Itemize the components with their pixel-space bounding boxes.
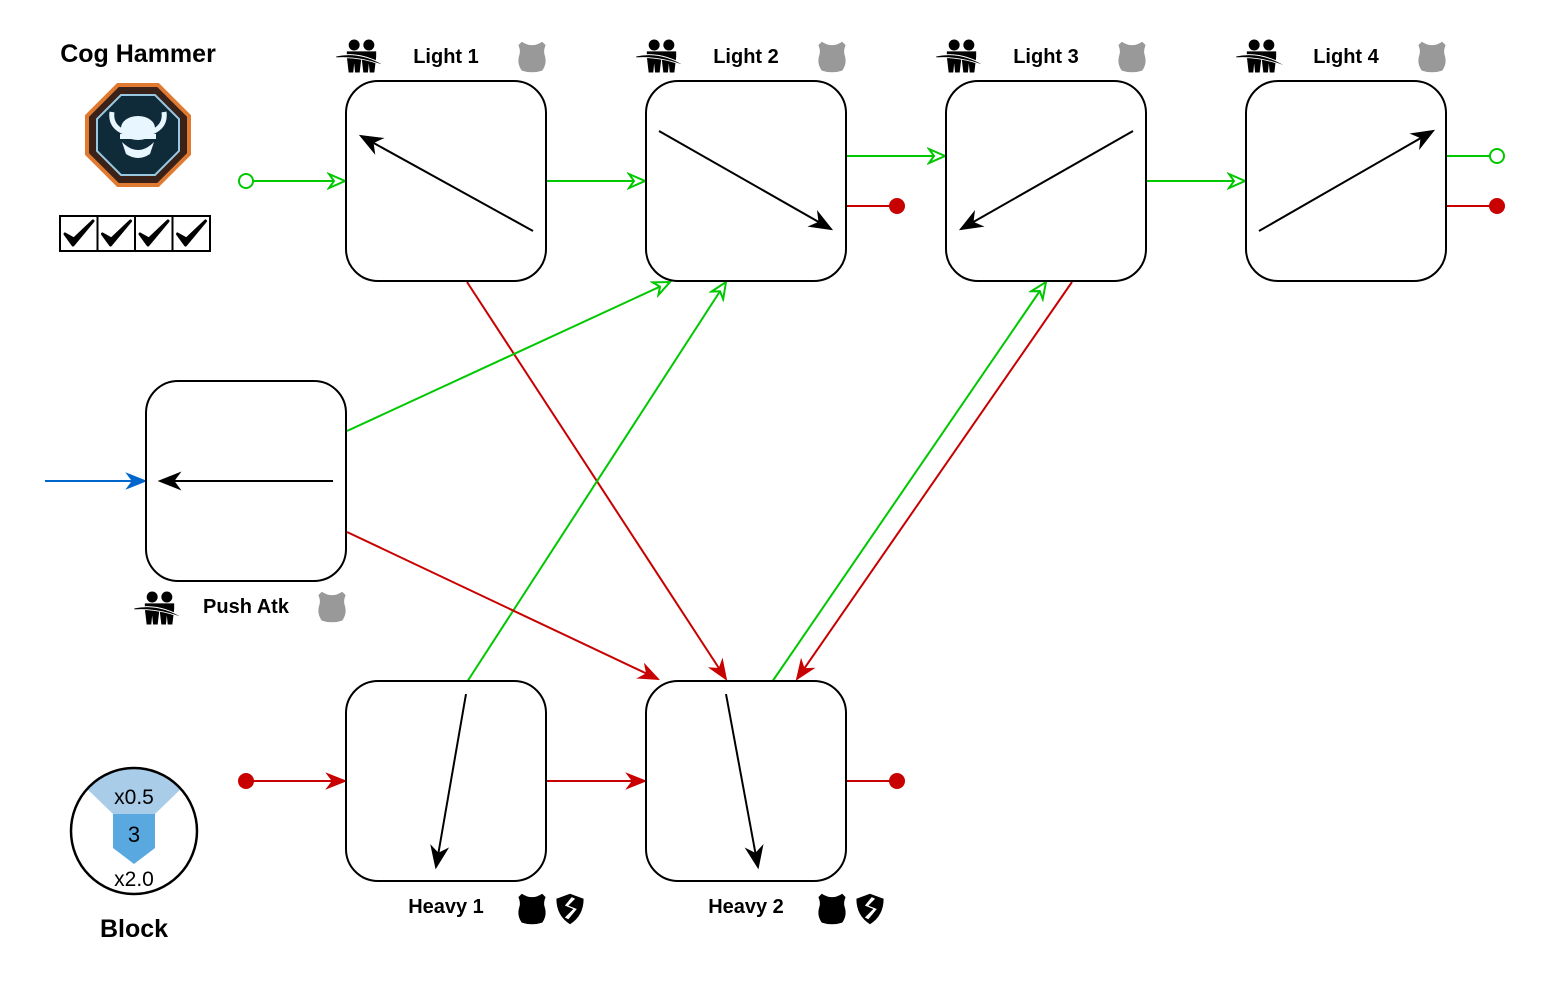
check-mark-icon <box>138 219 170 247</box>
node-push-attack[interactable]: Push Atk <box>133 380 347 625</box>
node-label: Push Atk <box>203 596 290 618</box>
direction-arrow-icon <box>658 130 834 231</box>
light-armor-icon <box>318 591 346 623</box>
block-bottom-multiplier: x2.0 <box>114 868 154 891</box>
node-light4[interactable]: Light 4 <box>1235 39 1447 282</box>
heavy-armor-icon <box>518 893 546 925</box>
sweep-attack-icon <box>335 39 388 73</box>
node-label: Light 4 <box>1313 46 1379 68</box>
weapon-name: Cog Hammer <box>60 40 216 68</box>
direction-arrow-icon <box>725 693 764 870</box>
edge-heavy2-light3 <box>771 282 1046 683</box>
light-armor-icon <box>1118 41 1146 73</box>
light-armor-icon <box>1418 41 1446 73</box>
check-mark-icon <box>101 219 132 247</box>
node-light2[interactable]: Light 2 <box>635 39 847 282</box>
block-value: 3 <box>128 822 140 847</box>
edge-light3-heavy2 <box>795 281 1073 681</box>
checklist <box>59 215 211 252</box>
end-light-terminal <box>1489 148 1505 164</box>
edge-push-heavy2 <box>346 531 660 680</box>
dwarf-helmet-icon <box>85 83 191 187</box>
armor-break-icon <box>556 893 584 925</box>
sweep-attack-icon <box>133 591 186 625</box>
node-heavy2[interactable]: Heavy 2 <box>645 680 884 925</box>
node-label: Light 2 <box>713 46 779 68</box>
check-mark-icon <box>176 219 207 247</box>
direction-arrow-icon <box>430 693 467 870</box>
start-light-terminal <box>238 173 254 189</box>
block-top-band <box>80 782 188 814</box>
armor-break-icon <box>856 893 884 925</box>
sweep-attack-icon <box>935 39 988 73</box>
node-label: Light 1 <box>413 46 479 68</box>
nodes-layer: Light 1 Light 2 Light 3 Light 4 <box>133 39 1447 925</box>
light-armor-icon <box>518 41 546 73</box>
end-heavy-terminal <box>889 198 905 214</box>
edge-push-light2 <box>346 282 670 432</box>
sweep-attack-icon <box>1235 39 1288 73</box>
direction-arrow-icon <box>358 134 534 232</box>
edge-heavy1-light2 <box>466 282 726 683</box>
block-shield-shape <box>113 814 155 864</box>
node-light1[interactable]: Light 1 <box>335 39 547 282</box>
node-heavy1[interactable]: Heavy 1 <box>345 680 584 925</box>
check-mark-icon <box>63 219 95 247</box>
block-label: Block <box>100 915 168 943</box>
direction-arrow-icon <box>958 130 1134 231</box>
end-heavy-terminal <box>1489 198 1505 214</box>
node-label: Heavy 2 <box>708 896 784 918</box>
node-light3[interactable]: Light 3 <box>935 39 1147 282</box>
heavy-armor-icon <box>818 893 846 925</box>
node-label: Heavy 1 <box>408 896 484 918</box>
sweep-attack-icon <box>635 39 688 73</box>
end-heavy-terminal <box>889 773 905 789</box>
node-label: Light 3 <box>1013 46 1079 68</box>
block-gauge: x0.5 3 x2.0 Block <box>69 766 199 943</box>
light-armor-icon <box>818 41 846 73</box>
block-top-multiplier: x0.5 <box>114 786 154 809</box>
edges-layer <box>45 148 1505 790</box>
direction-arrow-icon <box>1258 129 1436 232</box>
